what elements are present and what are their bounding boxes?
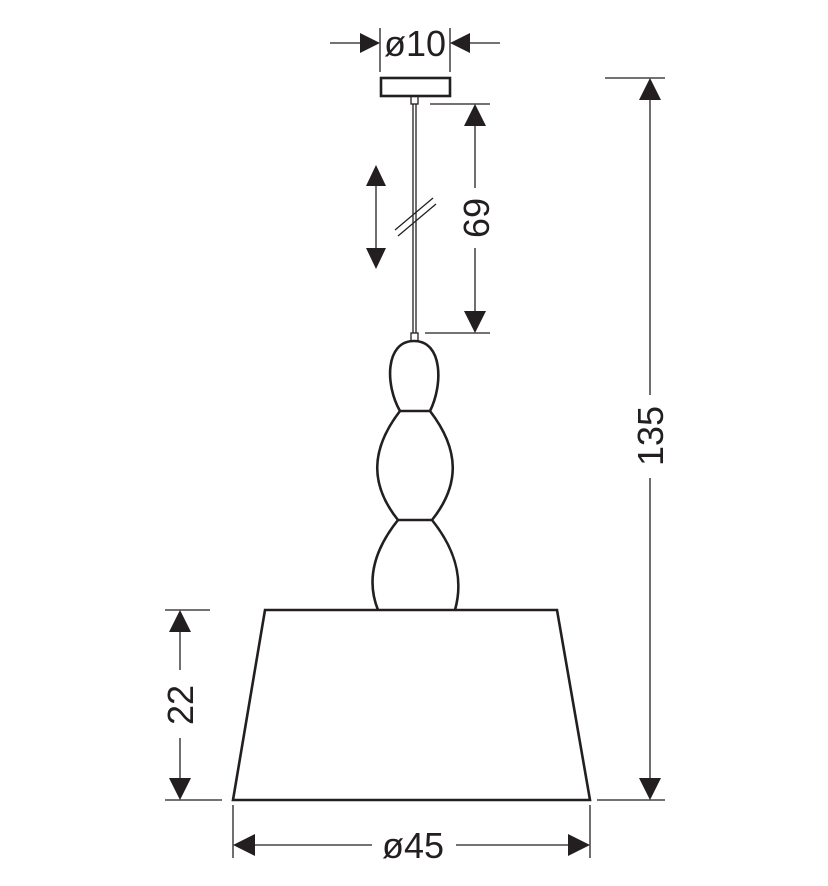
shade-diameter-dimension: ø45 xyxy=(232,805,591,866)
bead-top xyxy=(388,339,440,413)
canopy xyxy=(379,76,452,98)
bead-middle xyxy=(375,410,455,522)
cord-length-dimension: 69 xyxy=(425,103,497,334)
lamp-body xyxy=(231,76,592,802)
bead-bottom xyxy=(371,519,460,611)
canopy-diameter-label: ø10 xyxy=(384,23,446,64)
shade-diameter-label: ø45 xyxy=(382,825,444,866)
adjustable-length-arrow xyxy=(366,165,386,269)
total-height-label: 135 xyxy=(630,406,671,466)
lampshade xyxy=(231,608,592,802)
shade-height-label: 22 xyxy=(160,685,201,725)
total-height-dimension: 135 xyxy=(597,77,671,801)
shade-height-dimension: 22 xyxy=(160,609,222,801)
canopy-diameter-dimension: ø10 xyxy=(330,23,500,72)
cord-length-label: 69 xyxy=(456,198,497,238)
